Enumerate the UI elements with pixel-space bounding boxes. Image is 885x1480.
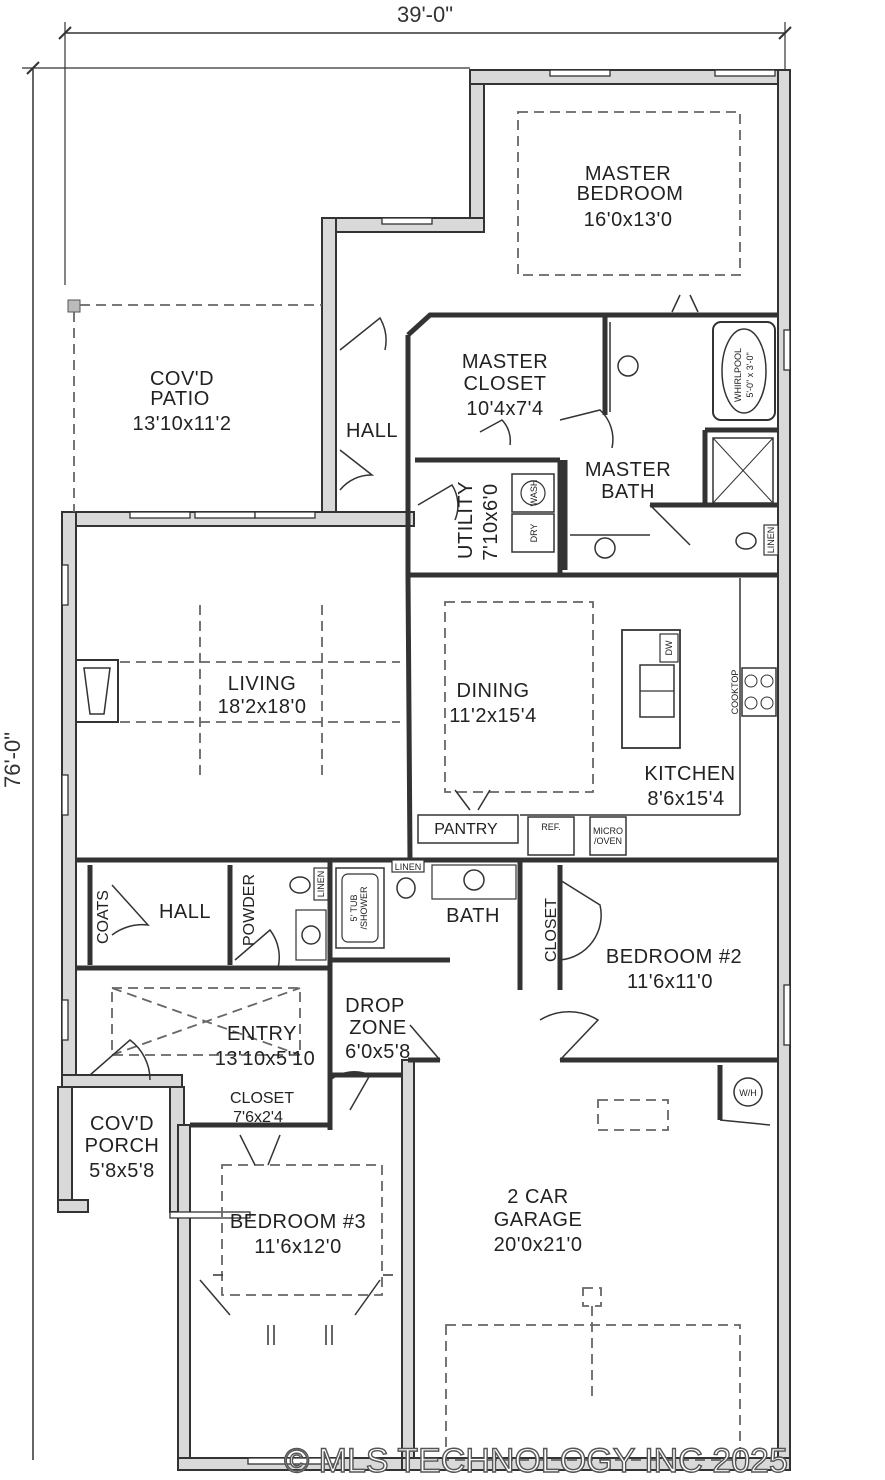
room-labels: MASTER BEDROOM 16'0x13'0 COV'D PATIO 13'… <box>85 163 742 1258</box>
ceiling-outlines <box>111 111 741 1461</box>
dining-name: DINING <box>457 680 530 702</box>
patio-name: COV'D <box>150 368 214 390</box>
bedroom2-size: 11'6x11'0 <box>627 971 713 993</box>
master-closet-size: 10'4x7'4 <box>466 398 543 420</box>
porch-size: 5'8x5'8 <box>89 1160 155 1182</box>
tub-shower-icon <box>335 867 385 949</box>
utility-name: UTILITY <box>455 481 477 559</box>
dry-label: DRY <box>529 524 539 543</box>
copyright-watermark: © MLS TECHNOLOGY INC 2025 <box>284 1442 788 1480</box>
garage-name: 2 CAR <box>507 1186 568 1208</box>
hall-lower-name: HALL <box>159 901 211 923</box>
water-heater-icon <box>733 1077 763 1107</box>
utility-size: 7'10x6'0 <box>480 483 502 560</box>
linen-label: LINEN <box>766 527 776 554</box>
sink-icon <box>463 869 485 891</box>
tub-label: 5' TUB <box>349 894 359 921</box>
powder-name: POWDER <box>241 874 258 946</box>
garage-name-2: GARAGE <box>494 1209 583 1231</box>
bedroom3-name: BEDROOM #3 <box>230 1211 366 1233</box>
whirlpool-size: 5'-0" x 3'-0" <box>745 352 755 397</box>
toilet-icon <box>735 532 757 550</box>
exterior-walls <box>57 69 791 1471</box>
washer-icon <box>511 473 555 513</box>
sink-icon <box>301 925 321 945</box>
bedroom3-size: 11'6x12'0 <box>254 1236 341 1258</box>
entry-size: 13'10x5'10 <box>215 1048 316 1070</box>
master-closet-name-2: CLOSET <box>463 373 546 395</box>
living-size: 18'2x18'0 <box>218 696 307 718</box>
patio-size: 13'10x11'2 <box>132 413 231 435</box>
closet-bed3-size: 7'6x2'4 <box>233 1109 283 1126</box>
cooktop-label: COOKTOP <box>730 670 740 715</box>
linen-label: LINEN <box>316 871 326 898</box>
master-bedroom-name-2: BEDROOM <box>577 183 684 205</box>
toilet-icon <box>396 877 416 899</box>
pantry-box <box>417 814 519 844</box>
patio-name-2: PATIO <box>150 388 210 410</box>
fireplace-icon <box>75 659 119 723</box>
refrigerator-icon <box>527 816 575 856</box>
kitchen-island <box>621 629 681 749</box>
drop-zone-size: 6'0x5'8 <box>345 1041 411 1063</box>
master-bedroom-size: 16'0x13'0 <box>584 209 673 231</box>
depth-label: 76'-0" <box>0 732 25 788</box>
width-label: 39'-0" <box>397 2 453 27</box>
wh-label: W/H <box>739 1088 757 1098</box>
master-closet-name: MASTER <box>462 351 548 373</box>
kitchen-size: 8'6x15'4 <box>647 788 724 810</box>
hall-upper-name: HALL <box>346 420 398 442</box>
toilet-icon <box>289 876 311 894</box>
living-name: LIVING <box>228 673 297 695</box>
master-bath-name-2: BATH <box>601 481 655 503</box>
porch-name: COV'D <box>90 1113 154 1135</box>
kitchen-name: KITCHEN <box>644 763 735 785</box>
closet-bed2-name: CLOSET <box>543 898 560 962</box>
master-bedroom-name: MASTER <box>585 163 671 185</box>
drop-zone-name: DROP <box>345 995 405 1017</box>
master-bath-name: MASTER <box>585 459 671 481</box>
bath-name: BATH <box>446 905 500 927</box>
micro-label: MICRO <box>593 826 623 836</box>
sink-icon <box>594 537 616 559</box>
dryer-icon <box>511 513 555 553</box>
drop-zone-name-2: ZONE <box>349 1017 407 1039</box>
linen-label: LINEN <box>395 862 422 872</box>
door-swings <box>89 294 771 1345</box>
entry-name: ENTRY <box>227 1023 297 1045</box>
bedroom2-name: BEDROOM #2 <box>606 946 742 968</box>
garage-size: 20'0x21'0 <box>494 1234 583 1256</box>
coats-name: COATS <box>95 890 112 944</box>
ref-label: REF. <box>541 822 561 832</box>
dw-label: DW <box>664 640 674 655</box>
oven-label: /OVEN <box>594 836 622 846</box>
patio-outline <box>67 299 322 512</box>
shower-label: /SHOWER <box>359 886 369 930</box>
sink-icon <box>617 355 639 377</box>
width-dimension: 39'-0" <box>58 2 792 285</box>
dining-size: 11'2x15'4 <box>449 705 536 727</box>
whirlpool-label: WHIRLPOOL <box>733 348 743 402</box>
whirlpool-tub-icon <box>712 321 776 421</box>
microwave-oven-icon <box>589 816 627 856</box>
fixtures: WHIRLPOOL 5'-0" x 3'-0" LINEN WASH DRY D… <box>75 321 779 1107</box>
wash-label: WASH <box>529 480 539 507</box>
pantry-name: PANTRY <box>434 821 498 838</box>
cooktop-icon <box>741 667 777 717</box>
interior-walls <box>76 312 778 1130</box>
closet-bed3-name: CLOSET <box>230 1090 294 1107</box>
porch-name-2: PORCH <box>85 1135 160 1157</box>
depth-dimension: 76'-0" <box>0 61 470 1460</box>
